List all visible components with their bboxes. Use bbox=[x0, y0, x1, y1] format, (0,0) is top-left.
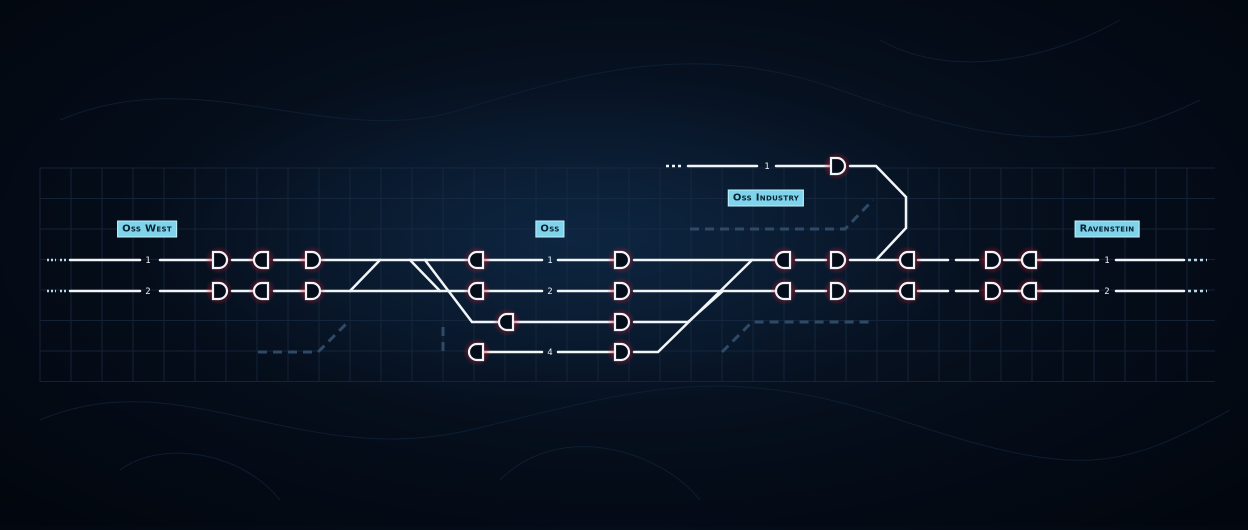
track-number-oss-4: 4 bbox=[547, 348, 552, 358]
line-end-stubs bbox=[47, 164, 1207, 293]
contour-lines bbox=[39, 19, 1231, 501]
track-number-oss-1: 1 bbox=[547, 256, 552, 266]
signal-icon[interactable] bbox=[978, 277, 1006, 305]
signal-icon[interactable] bbox=[770, 277, 798, 305]
background-glow bbox=[140, 70, 980, 410]
signal-shape bbox=[467, 250, 485, 270]
signal-shape bbox=[1020, 281, 1038, 301]
signal-shape bbox=[467, 281, 485, 301]
signal-shape bbox=[252, 281, 270, 301]
signal-icon[interactable] bbox=[607, 277, 635, 305]
signal-shape bbox=[304, 281, 322, 301]
signal-shape bbox=[774, 281, 792, 301]
track-number-oss-2: 2 bbox=[547, 287, 552, 297]
signal-shape bbox=[211, 250, 229, 270]
signal-icon[interactable] bbox=[823, 246, 851, 274]
track-number-ravenstein-2: 2 bbox=[1104, 287, 1109, 297]
signal-icon[interactable] bbox=[770, 246, 798, 274]
signal-shape bbox=[613, 312, 631, 332]
signal-icon[interactable] bbox=[248, 277, 276, 305]
track-number-industry-1: 1 bbox=[764, 162, 769, 172]
signal-icon[interactable] bbox=[205, 277, 233, 305]
signal-icon[interactable] bbox=[1016, 277, 1044, 305]
signals bbox=[205, 152, 1044, 366]
signal-icon[interactable] bbox=[607, 246, 635, 274]
signal-shape bbox=[774, 250, 792, 270]
signal-icon[interactable] bbox=[894, 246, 922, 274]
signal-shape bbox=[497, 312, 515, 332]
signal-icon[interactable] bbox=[298, 277, 326, 305]
signal-icon[interactable] bbox=[894, 277, 922, 305]
dashed-routes bbox=[258, 198, 875, 354]
station-label-oss-west[interactable]: Oss West bbox=[117, 220, 177, 238]
signal-shape bbox=[211, 281, 229, 301]
station-label-oss[interactable]: Oss bbox=[535, 220, 565, 238]
signal-shape bbox=[829, 156, 847, 176]
signal-icon[interactable] bbox=[463, 246, 491, 274]
signal-shape bbox=[613, 250, 631, 270]
signal-shape bbox=[984, 281, 1002, 301]
signal-shape bbox=[613, 281, 631, 301]
signal-icon[interactable] bbox=[607, 308, 635, 336]
track-number-west-2: 2 bbox=[145, 287, 150, 297]
tracks bbox=[68, 164, 1186, 354]
signal-shape bbox=[1020, 250, 1038, 270]
signal-icon[interactable] bbox=[298, 246, 326, 274]
signal-icon[interactable] bbox=[823, 277, 851, 305]
signal-shape bbox=[829, 250, 847, 270]
signal-icon[interactable] bbox=[463, 338, 491, 366]
signal-icon[interactable] bbox=[493, 308, 521, 336]
signal-shape bbox=[304, 250, 322, 270]
signal-icon[interactable] bbox=[205, 246, 233, 274]
station-label-oss-industry[interactable]: Oss Industry bbox=[727, 189, 805, 207]
signal-icon[interactable] bbox=[978, 246, 1006, 274]
signal-shape bbox=[984, 250, 1002, 270]
track-number-ravenstein-1: 1 bbox=[1104, 256, 1109, 266]
signal-shape bbox=[898, 250, 916, 270]
signal-icon[interactable] bbox=[463, 277, 491, 305]
signal-shape bbox=[898, 281, 916, 301]
signal-icon[interactable] bbox=[823, 152, 851, 180]
track-number-west-1: 1 bbox=[145, 256, 150, 266]
signal-shape bbox=[252, 250, 270, 270]
signal-icon[interactable] bbox=[1016, 246, 1044, 274]
signal-shape bbox=[613, 342, 631, 362]
signal-shape bbox=[467, 342, 485, 362]
track-numbers: 1 2 1 2 4 1 1 2 bbox=[145, 162, 1109, 358]
signal-icon[interactable] bbox=[607, 338, 635, 366]
signal-shape bbox=[829, 281, 847, 301]
signal-icon[interactable] bbox=[248, 246, 276, 274]
station-label-ravenstein[interactable]: Ravenstein bbox=[1074, 220, 1140, 238]
